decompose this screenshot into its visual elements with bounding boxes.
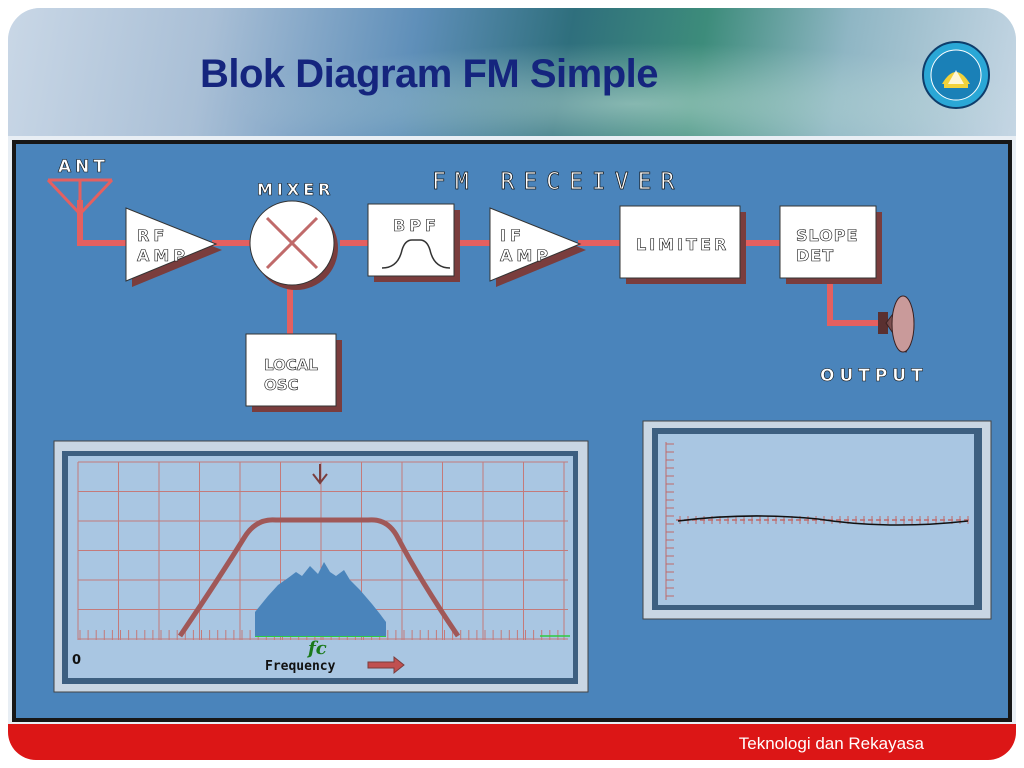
wire-antenna-rf xyxy=(77,200,128,246)
slope-det-label-line1: SLOPE xyxy=(796,226,858,245)
rf-amp-label-line1: RF xyxy=(137,226,168,245)
footer-text: Teknologi dan Rekayasa xyxy=(738,734,924,753)
local-osc-label-line1: LOCAL xyxy=(264,356,318,374)
spectrum-center-label: fc xyxy=(306,638,327,659)
slope-det-label-line2: DET xyxy=(796,246,834,265)
antenna-icon xyxy=(46,178,114,216)
center-marker-arrow-icon xyxy=(312,464,328,485)
if-amp-label-line2: AMP xyxy=(500,246,552,265)
output-waveform-trace xyxy=(677,515,969,526)
footer-bar xyxy=(8,724,1016,760)
mixer-label: MIXER xyxy=(257,180,334,199)
bpf-block: BPF xyxy=(367,203,460,282)
rf-amp-label-line2: AMP xyxy=(137,246,189,265)
mixer-block: MIXER xyxy=(249,180,338,290)
mixer-cross-icon xyxy=(265,216,319,270)
header-band xyxy=(8,8,1016,136)
frequency-arrow-icon xyxy=(367,655,405,675)
spectrum-panel: 0 fc Frequency xyxy=(53,440,589,693)
bpf-label: BPF xyxy=(393,216,440,235)
wire-slope-speaker xyxy=(827,280,880,326)
spectrum-origin-label: 0 xyxy=(72,653,81,668)
output-waveform-panel xyxy=(642,420,992,620)
fm-spectrum-shape xyxy=(255,562,386,636)
limiter-block: LIMITER xyxy=(619,205,746,284)
local-osc-block: LOCAL OSC xyxy=(245,333,342,412)
signal-wires xyxy=(77,200,880,338)
tut-wuri-handayani-logo xyxy=(922,41,990,109)
diagram-heading: FM RECEIVER xyxy=(432,169,683,195)
if-amp-label-line1: IF xyxy=(500,226,525,245)
if-amp-block: IF AMP xyxy=(489,207,586,287)
limiter-label: LIMITER xyxy=(636,235,729,254)
bandpass-curve-icon xyxy=(381,239,451,269)
spectrum-x-axis-label: Frequency xyxy=(265,659,336,674)
local-osc-label-line2: OSC xyxy=(264,376,299,394)
slide-title: Blok Diagram FM Simple xyxy=(200,52,658,96)
output-label: OUTPUT xyxy=(820,366,928,386)
filter-response-curve xyxy=(177,517,461,638)
rf-amp-block: RF AMP xyxy=(125,207,222,287)
antenna-label: ANT xyxy=(58,157,109,177)
speaker-icon xyxy=(878,295,915,353)
slope-det-block: SLOPE DET xyxy=(779,205,882,284)
